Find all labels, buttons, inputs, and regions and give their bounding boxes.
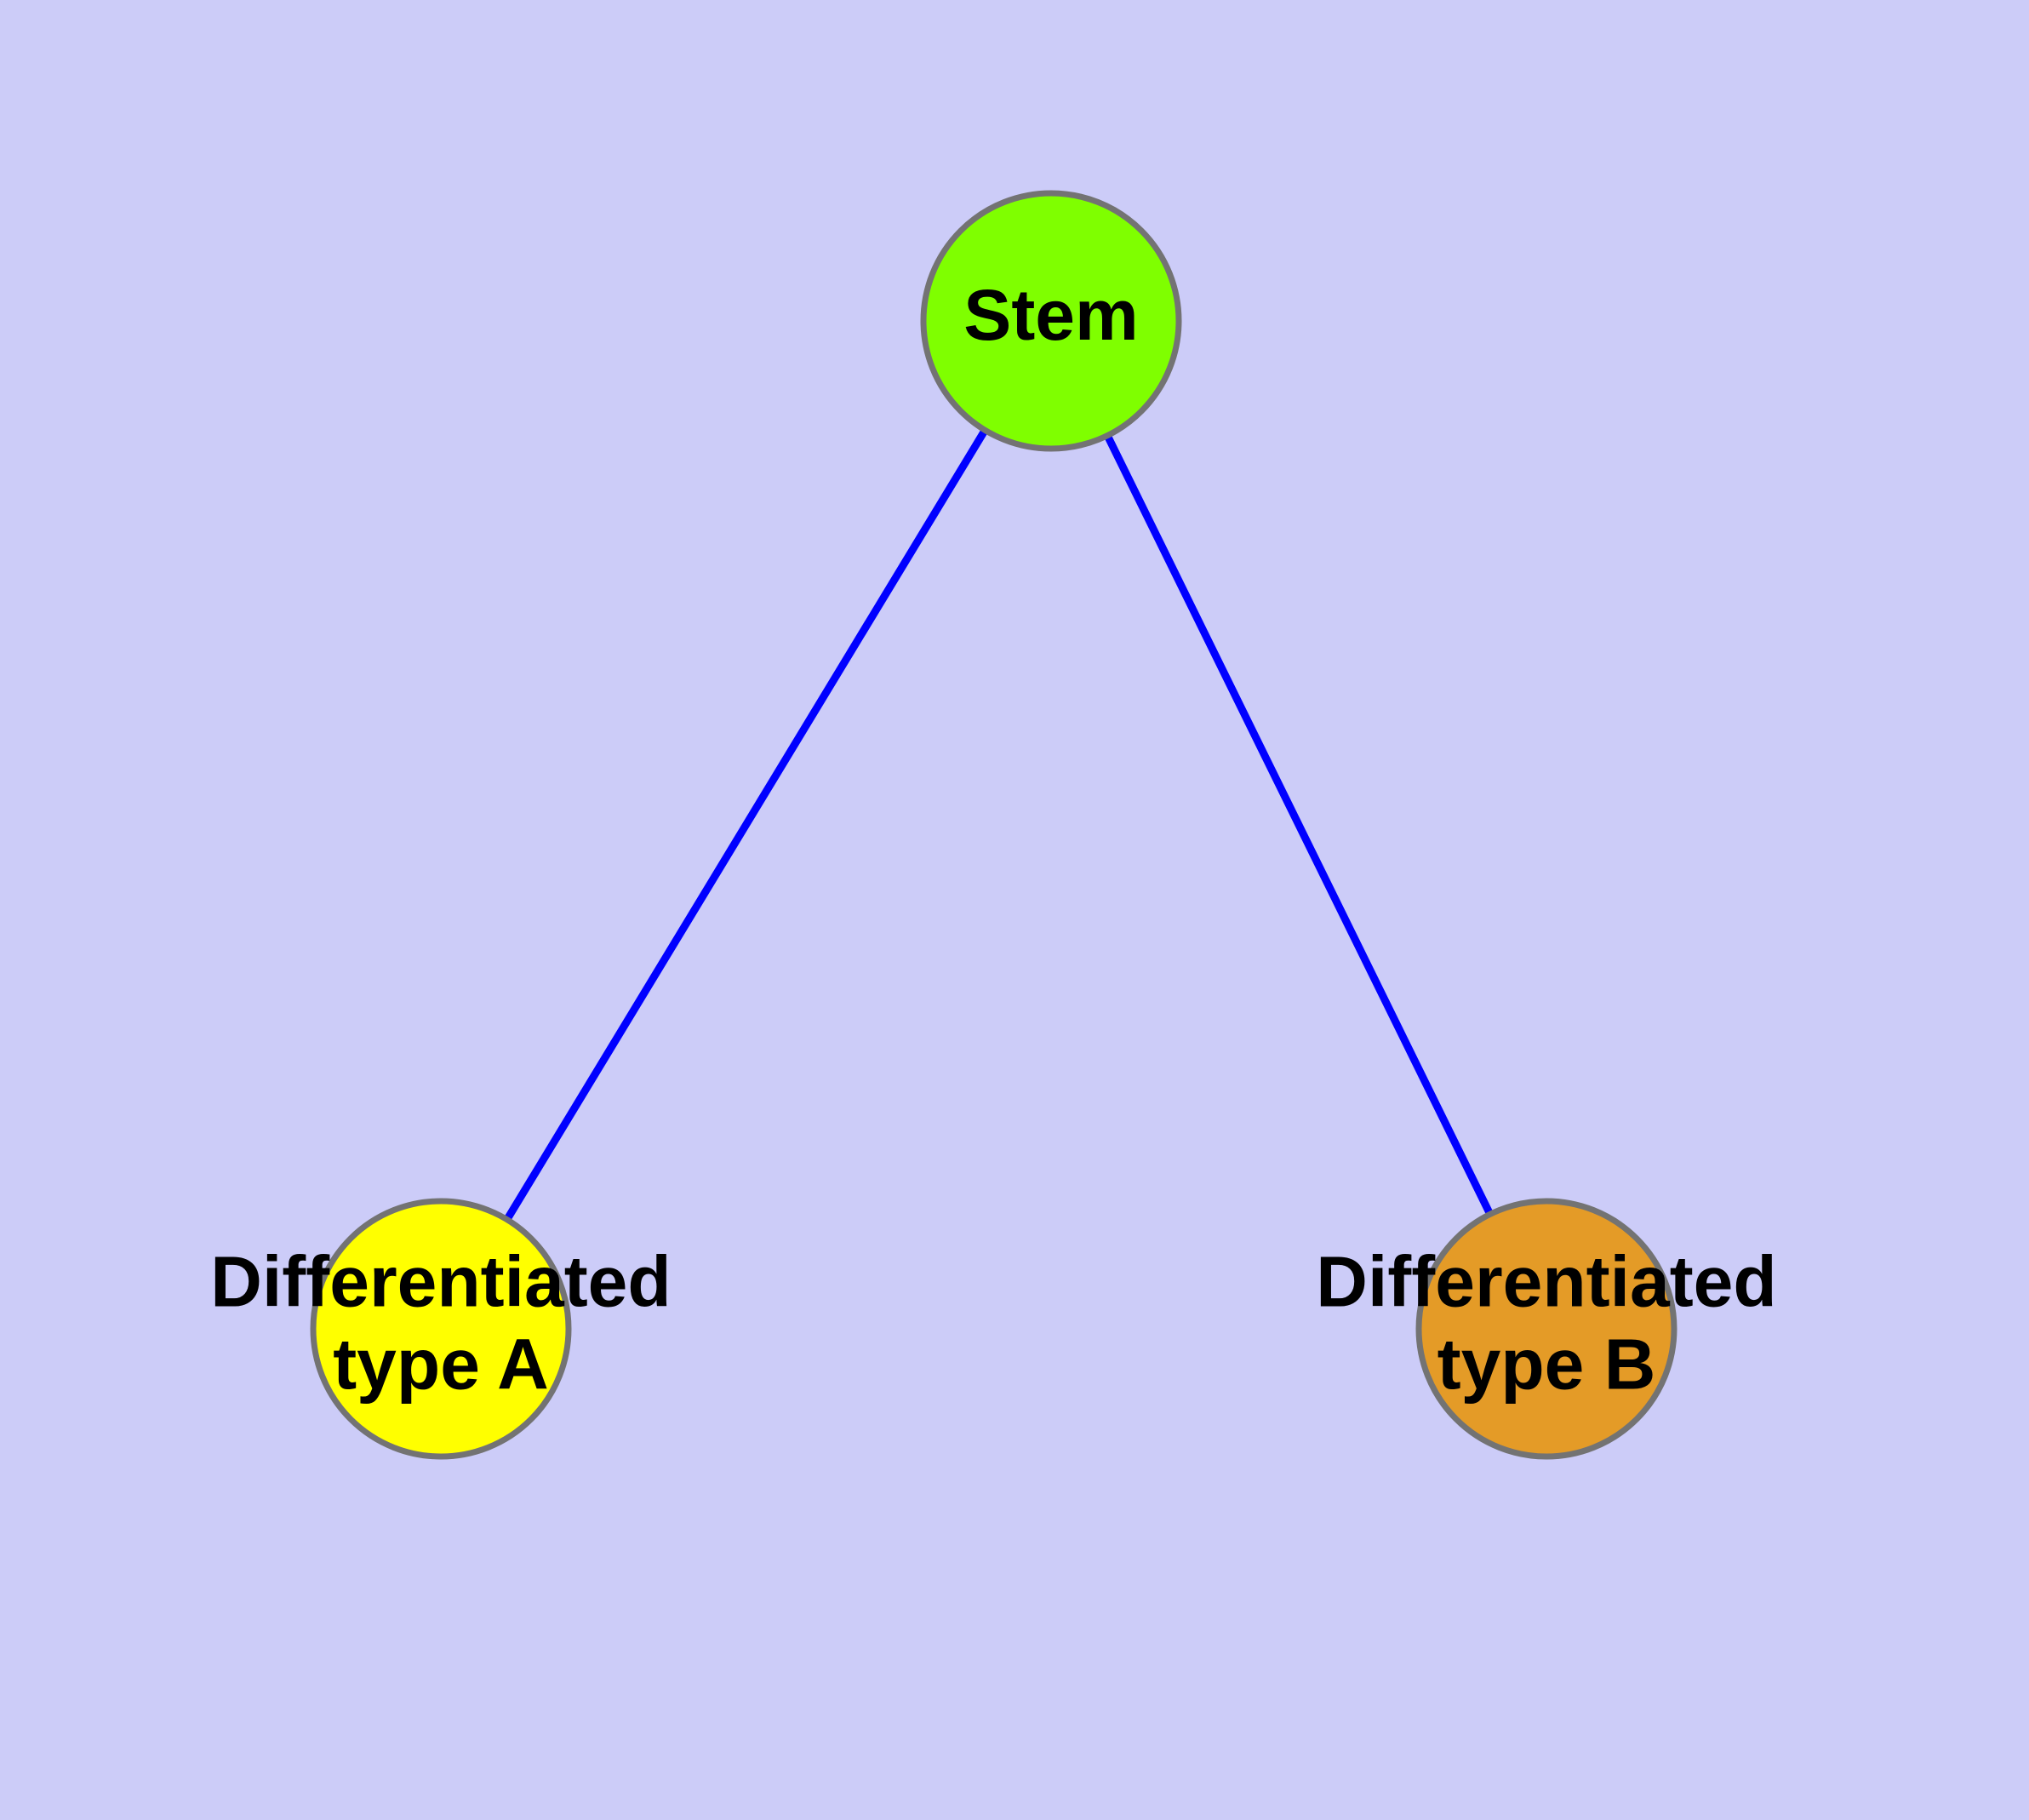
node-label-line: Differentiated <box>210 1241 671 1321</box>
node-differentiated-type-b[interactable] <box>1415 1198 1677 1460</box>
edge-stem-to-differentiated-type-b[interactable] <box>1101 426 1496 1223</box>
node-stem[interactable] <box>920 190 1182 452</box>
node-label-line: type B <box>1437 1325 1656 1405</box>
node-stem-label: Stem <box>963 275 1138 355</box>
node-stem-circle[interactable] <box>920 190 1182 452</box>
node-label-line: type A <box>333 1325 549 1405</box>
node-differentiated-type-a[interactable] <box>310 1198 572 1460</box>
node-label-line: Differentiated <box>1316 1241 1776 1321</box>
node-differentiated-type-b-circle[interactable] <box>1415 1198 1677 1460</box>
node-differentiated-type-a-circle[interactable] <box>310 1198 572 1460</box>
node-label-line: Stem <box>963 275 1138 355</box>
edges-layer <box>500 421 1496 1228</box>
nodes-layer <box>310 190 1677 1460</box>
edge-stem-to-differentiated-type-a[interactable] <box>500 421 992 1228</box>
